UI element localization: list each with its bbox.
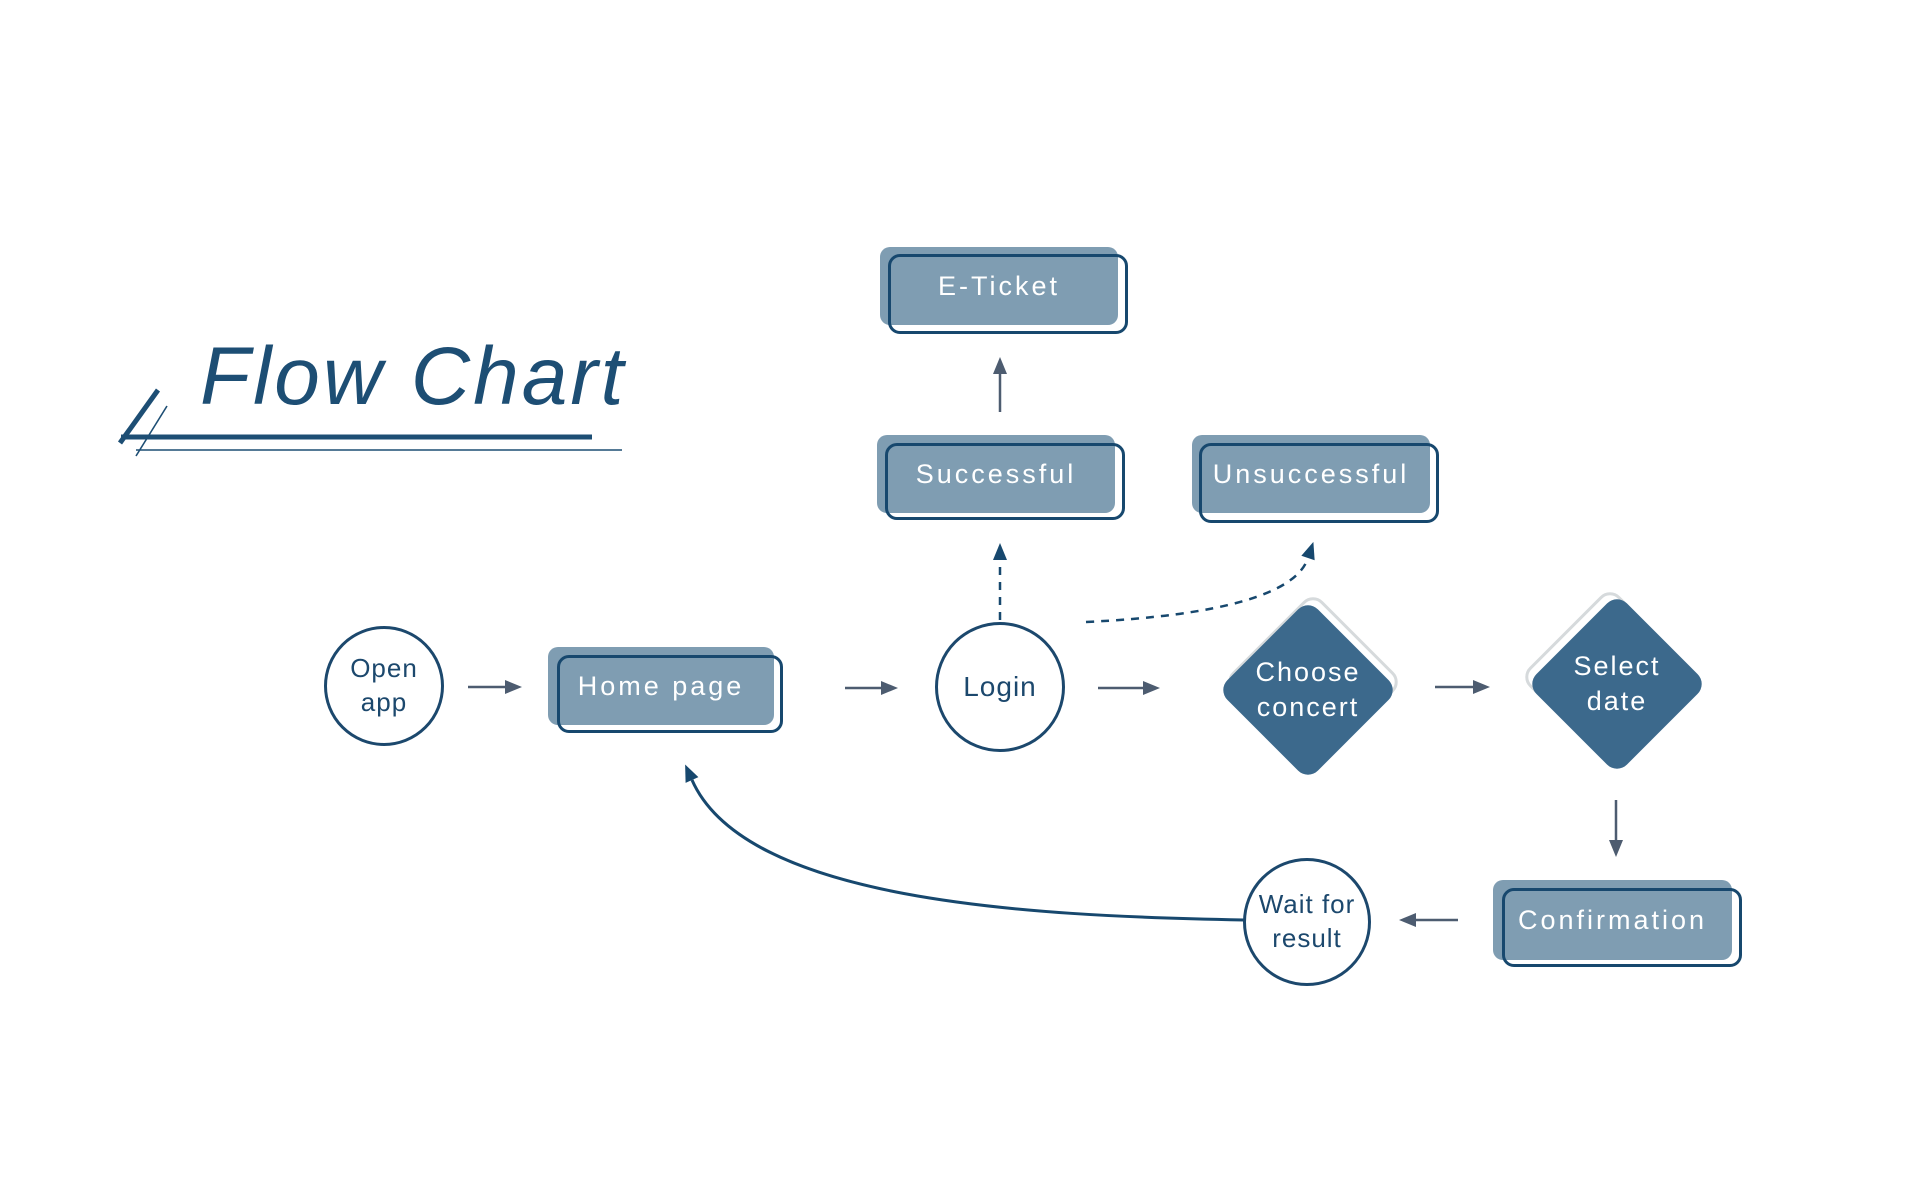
- dashed-arrow-login-to-unsuccessful: [1085, 541, 1315, 624]
- node-successful-outline: [885, 443, 1125, 520]
- node-home-page-fill: [548, 647, 774, 725]
- node-home-page-outline: [557, 655, 783, 733]
- node-wait-for-result-label: Wait for result: [1258, 889, 1356, 953]
- node-confirmation-fill: [1493, 880, 1732, 960]
- node-choose-concert: Choose concert: [1217, 591, 1404, 781]
- node-select-date: Select date: [1519, 586, 1708, 775]
- node-unsuccessful-fill: [1192, 435, 1430, 513]
- node-e-ticket-label: E-Ticket: [937, 270, 1060, 301]
- node-open-app: Open app: [324, 626, 444, 746]
- node-open-app-label: Open app: [350, 653, 418, 717]
- node-unsuccessful-outline: [1199, 443, 1439, 523]
- title-slash-thin: [135, 405, 168, 457]
- title-underline-decoration: [117, 388, 622, 457]
- node-successful-label: Successful: [915, 458, 1077, 489]
- node-choose-concert-label: Choose concert: [1255, 656, 1361, 722]
- node-e-ticket-fill: [880, 247, 1118, 325]
- node-e-ticket-outline: [888, 254, 1128, 334]
- node-login: Login: [935, 622, 1065, 752]
- node-home-page-label: Home page: [577, 670, 745, 701]
- title-slash-thick: [117, 388, 161, 445]
- node-confirmation-label: Confirmation: [1517, 904, 1708, 935]
- page-title: Flow Chart: [200, 331, 627, 422]
- node-unsuccessful-label: Unsuccessful: [1212, 458, 1410, 489]
- node-confirmation-outline: [1502, 888, 1742, 967]
- node-login-label: Login: [963, 670, 1037, 702]
- node-wait-for-result: Wait for result: [1243, 858, 1371, 986]
- curve-arrow-wait-for-result-to-home-page: [685, 764, 1245, 922]
- node-select-date-label: Select date: [1573, 650, 1661, 716]
- node-successful-fill: [877, 435, 1115, 513]
